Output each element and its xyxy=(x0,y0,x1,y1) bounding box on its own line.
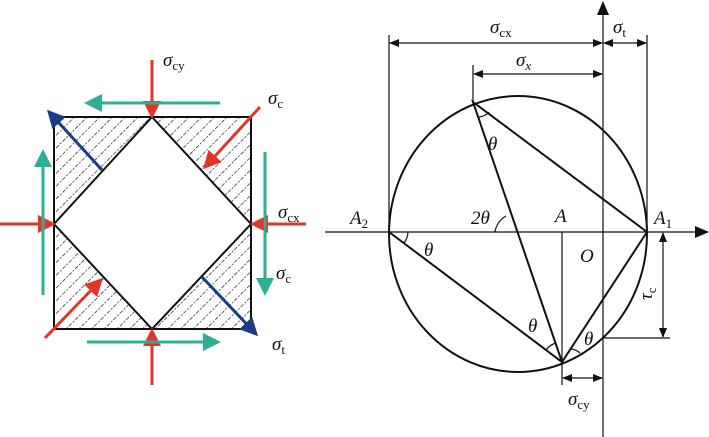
label-A: A xyxy=(553,206,567,227)
label-O: O xyxy=(580,246,594,267)
label-theta-right: θ xyxy=(584,329,593,350)
label-tau-c: τc xyxy=(636,287,659,300)
label-theta-bottom: θ xyxy=(528,316,537,337)
label-sigma-cx: σcx xyxy=(278,202,300,225)
label-sigma-c-top: σc xyxy=(268,88,283,111)
label-theta-top: θ xyxy=(488,134,497,155)
label-sigma-c-right: σc xyxy=(276,263,291,286)
angle-arc-bottom-left xyxy=(545,342,557,351)
label-sigma-cy: σcy xyxy=(568,389,590,412)
arrow-tension-br xyxy=(200,275,259,337)
angle-arc-2theta xyxy=(494,215,507,233)
mohr-circle xyxy=(388,95,648,373)
label-A2: A2 xyxy=(348,208,368,231)
label-sigma-x: σx xyxy=(516,50,531,73)
label-A1: A1 xyxy=(652,208,672,231)
label-sigma-cx: σcx xyxy=(490,17,512,40)
angle-arc-a2 xyxy=(403,231,409,244)
label-theta-a2: θ xyxy=(424,240,433,261)
arrow-diag-compression-bl xyxy=(43,277,104,340)
angle-arc-top xyxy=(478,111,490,118)
angle-arc-bottom-right xyxy=(570,348,581,354)
arrow-tension-tl xyxy=(46,109,104,172)
stress-element: σcy σc σcx σc σt xyxy=(0,50,306,385)
mohr-circle-diagram: θ θ θ θ 2θ A O A2 A1 σcx σt σx τc σcy xyxy=(325,1,709,437)
label-sigma-t: σt xyxy=(272,334,285,357)
label-sigma-cy: σcy xyxy=(163,50,185,73)
arrow-diag-compression-tr xyxy=(202,105,262,170)
label-2theta: 2θ xyxy=(471,208,490,229)
label-sigma-t: σt xyxy=(613,17,626,40)
